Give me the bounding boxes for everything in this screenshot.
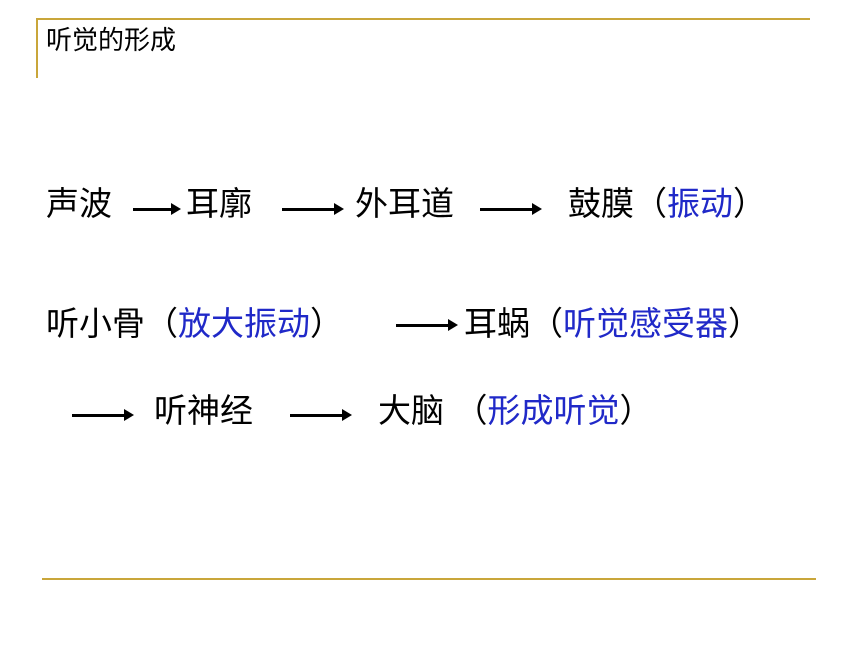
top-divider-line <box>36 18 810 20</box>
slide-title: 听觉的形成 <box>46 26 177 56</box>
arrow-icon <box>133 199 181 219</box>
step-auricle: 耳廓 <box>186 184 252 223</box>
ossicles-note: 放大振动 <box>178 304 310 343</box>
eardrum-note: 振动 <box>667 184 733 223</box>
arrow-icon <box>396 315 458 335</box>
step-brain: 大脑 （形成听觉） <box>378 391 653 430</box>
arrow-icon <box>282 199 344 219</box>
step-auditory-nerve: 听神经 <box>154 391 253 430</box>
cochlea-note: 听觉感受器 <box>563 304 728 343</box>
left-accent-line <box>36 18 38 78</box>
bottom-divider-line <box>42 578 816 580</box>
arrow-icon <box>290 405 352 425</box>
arrow-icon <box>480 199 542 219</box>
arrow-icon <box>72 405 134 425</box>
step-ossicles: 听小骨（放大振动） <box>46 304 343 343</box>
step-ear-canal: 外耳道 <box>355 184 454 223</box>
brain-note: 形成听觉 <box>487 391 620 430</box>
step-eardrum: 鼓膜（振动） <box>568 184 766 223</box>
step-cochlea: 耳蜗（听觉感受器） <box>464 304 761 343</box>
step-sound-wave: 声波 <box>46 184 112 223</box>
